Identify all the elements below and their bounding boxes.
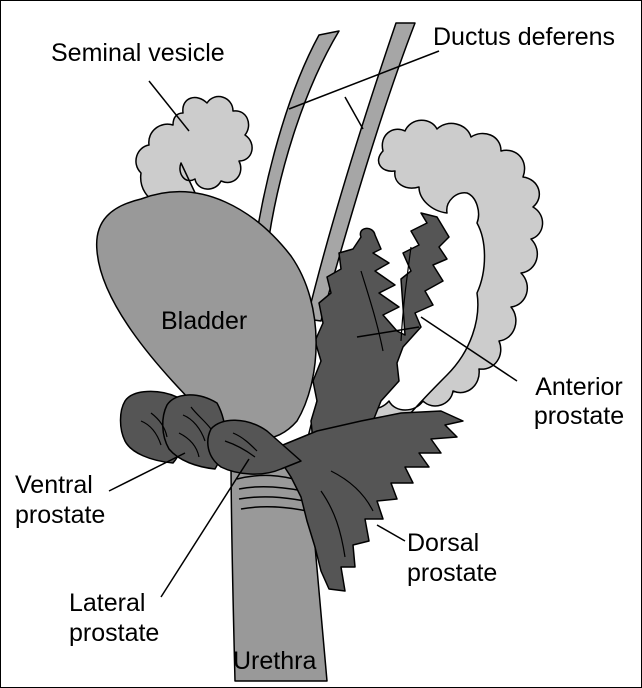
label-ductus-deferens: Ductus deferens — [433, 23, 615, 51]
label-lateral-prostate-line-2: prostate — [69, 619, 159, 647]
label-anterior-prostate-line-2: prostate — [519, 402, 639, 430]
label-seminal-vesicle: Seminal vesicle — [51, 39, 225, 67]
label-anterior-prostate-line-1: Anterior — [519, 373, 639, 401]
label-lateral-prostate-line-1: Lateral — [69, 589, 145, 617]
label-dorsal-prostate-line-1: Dorsal — [407, 529, 479, 557]
label-bladder: Bladder — [161, 307, 247, 335]
label-dorsal-prostate-line-2: prostate — [407, 559, 497, 587]
label-ventral-prostate-line-2: prostate — [15, 501, 105, 529]
leader-ductus-deferens-b — [345, 97, 363, 129]
leader-dorsal-prostate — [377, 525, 405, 541]
label-ventral-prostate-line-1: Ventral — [15, 471, 93, 499]
leader-ventral-prostate — [109, 453, 185, 491]
label-urethra: Urethra — [233, 647, 316, 675]
